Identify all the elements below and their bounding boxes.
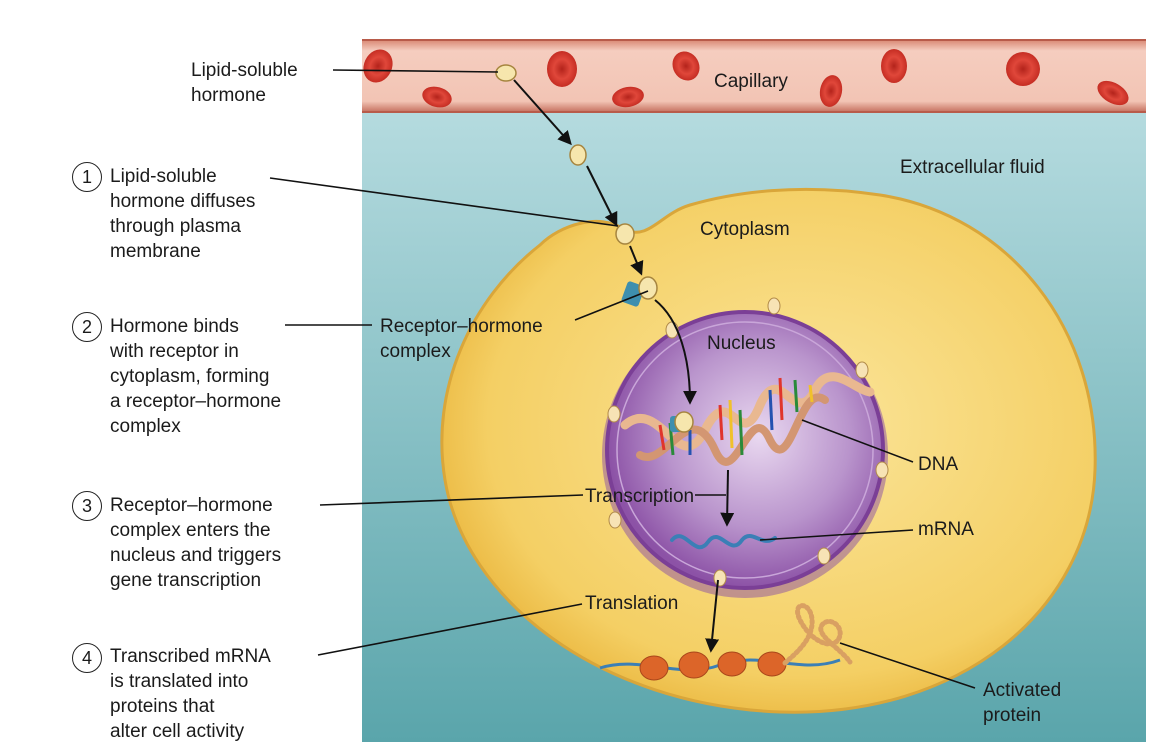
label-mrna: mRNA bbox=[918, 519, 974, 540]
dna-helix bbox=[620, 372, 875, 466]
label-lipid-soluble-hormone: Lipid-soluble hormone bbox=[191, 60, 298, 106]
step-2-number: 2 bbox=[72, 312, 102, 342]
step-3-number: 3 bbox=[72, 491, 102, 521]
label-receptor-hormone-complex: Receptor–hormone complex bbox=[380, 316, 543, 362]
ribosomes bbox=[639, 651, 787, 681]
leader-lines bbox=[269, 69, 976, 689]
hormone-molecules bbox=[495, 64, 635, 245]
step-4-text: Transcribed mRNA is translated into prot… bbox=[110, 646, 271, 742]
step-4-number: 4 bbox=[72, 643, 102, 673]
label-nucleus: Nucleus bbox=[707, 333, 776, 354]
step-1-text: Lipid-soluble hormone diffuses through p… bbox=[110, 166, 256, 262]
pathway-arrows bbox=[513, 79, 735, 653]
label-dna: DNA bbox=[918, 454, 959, 475]
label-transcription: Transcription bbox=[585, 486, 695, 507]
label-extracellular-fluid: Extracellular fluid bbox=[900, 157, 1045, 178]
bound-complex bbox=[670, 411, 694, 433]
red-blood-cells bbox=[363, 49, 1129, 108]
protein-chain bbox=[782, 603, 853, 666]
step-3-text: Receptor–hormone complex enters the nucl… bbox=[110, 495, 282, 591]
nuclear-pores bbox=[607, 297, 889, 587]
step-2-text: Hormone binds with receptor in cytoplasm… bbox=[110, 316, 282, 437]
mrna-strand bbox=[670, 534, 777, 550]
step-1-number: 1 bbox=[72, 162, 102, 192]
label-activated-protein: Activated protein bbox=[983, 680, 1062, 726]
label-translation: Translation bbox=[585, 593, 679, 614]
label-capillary: Capillary bbox=[714, 71, 788, 92]
label-cytoplasm: Cytoplasm bbox=[700, 219, 790, 240]
